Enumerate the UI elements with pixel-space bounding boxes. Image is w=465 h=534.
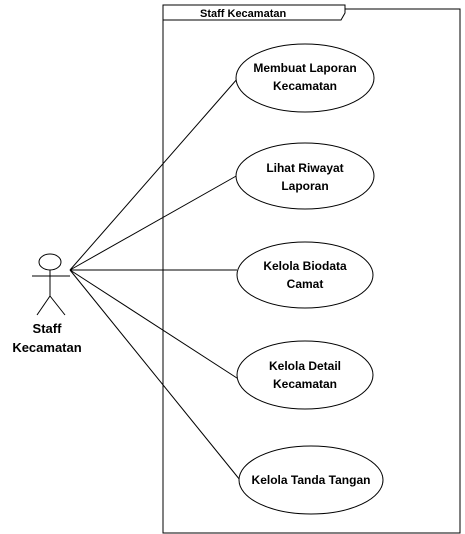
use-case-kelola-tanda-tangan[interactable]: Kelola Tanda Tangan	[238, 445, 384, 515]
use-case-ellipse[interactable]	[236, 340, 374, 410]
use-case-ellipse[interactable]	[238, 445, 384, 515]
use-case-kelola-biodata[interactable]: Kelola Biodata Camat	[236, 241, 374, 309]
use-case-label-line2: Camat	[287, 277, 324, 291]
system-boundary-tab	[162, 4, 346, 21]
actor-label-line1: Staff	[33, 321, 63, 336]
use-case-label-line1: Kelola Detail	[269, 359, 341, 373]
use-case-ellipse[interactable]	[235, 43, 375, 113]
use-case-label-line1: Kelola Biodata	[263, 259, 347, 273]
association-line-kelola-tanda-tangan	[69, 269, 241, 481]
use-case-label-line2: Kecamatan	[273, 377, 337, 391]
association-line-kelola-detail	[69, 269, 241, 381]
use-case-membuat-laporan[interactable]: Membuat Laporan Kecamatan	[235, 43, 375, 113]
actor-label-line2: Kecamatan	[12, 340, 81, 355]
use-case-lihat-riwayat[interactable]: Lihat Riwayat Laporan	[235, 142, 375, 210]
association-line-lihat-riwayat	[69, 174, 239, 271]
actor-staff-kecamatan	[32, 253, 70, 316]
use-case-kelola-detail[interactable]: Kelola Detail Kecamatan	[236, 340, 374, 410]
use-case-ellipse[interactable]	[235, 142, 375, 210]
use-case-label-line1: Lihat Riwayat	[266, 161, 343, 175]
system-boundary-label: Staff Kecamatan	[200, 8, 286, 20]
association-line-membuat-laporan	[69, 69, 246, 271]
actor-right-leg	[49, 295, 66, 316]
use-case-label-line2: Laporan	[281, 179, 328, 193]
actor-left-leg	[36, 295, 51, 316]
use-case-ellipse[interactable]	[236, 241, 374, 309]
associations	[69, 69, 246, 481]
system-boundary: Staff Kecamatan	[162, 4, 461, 534]
actor-head	[38, 253, 62, 271]
use-case-label-line1: Membuat Laporan	[253, 61, 356, 75]
use-case-label-line1: Kelola Tanda Tangan	[252, 473, 371, 487]
use-case-label-line2: Kecamatan	[273, 79, 337, 93]
